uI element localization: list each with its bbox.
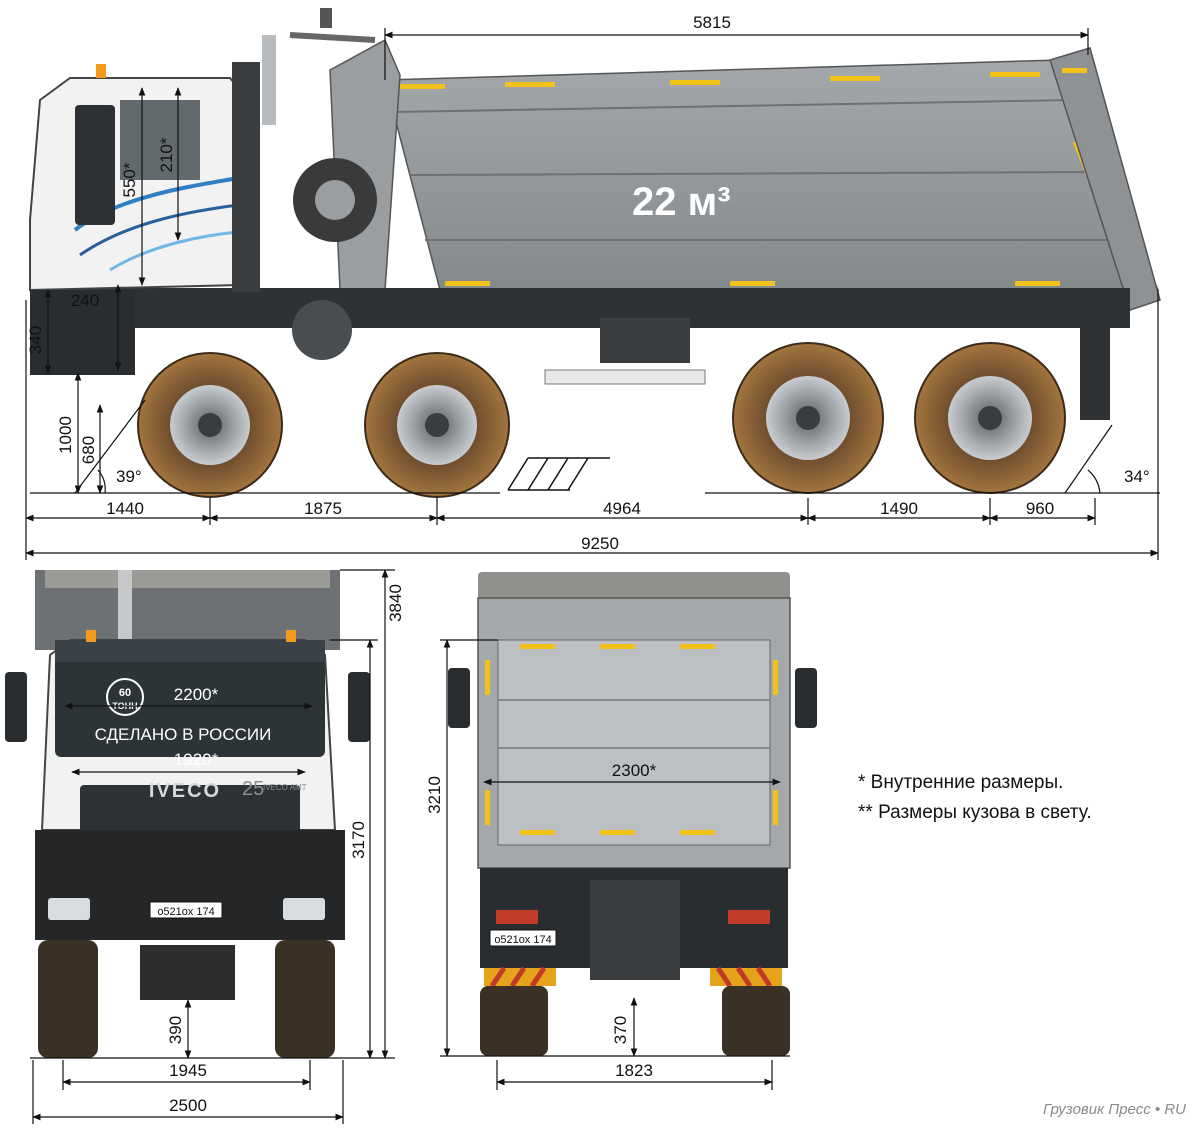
dim-step-240: 240: [71, 291, 99, 310]
wheel-axle-3: [732, 342, 884, 494]
windshield-text: СДЕЛАНО В РОССИИ: [95, 725, 272, 744]
badge-top: 60: [119, 687, 131, 699]
dim-height-3840: 3840: [386, 584, 405, 622]
front-plate: [149, 901, 223, 919]
dim-wheelbase-3-4: 1490: [880, 499, 918, 518]
dim-cab-width-2200: 2200*: [174, 685, 219, 704]
dim-wheelbase-1-2: 1875: [304, 499, 342, 518]
wheel-axle-1: [137, 352, 283, 498]
wheel-axle-2: [364, 352, 510, 498]
credit-watermark: Грузовик Пресс • RU: [1042, 1101, 1186, 1118]
dim-front-overhang: 1440: [106, 499, 144, 518]
brand-name: IVECO: [149, 780, 221, 802]
rear-dimension-lines: [440, 639, 790, 1090]
front-dimension-lines: [30, 569, 395, 1124]
dim-height-680: 680: [79, 436, 98, 464]
dim-wheelbase-2-3: 4964: [603, 499, 641, 518]
dim-rear-clearance: 370: [611, 1016, 630, 1044]
volume-label: 22 м³: [632, 180, 731, 224]
approach-angle: 39°: [116, 467, 142, 486]
chassis-frame: [30, 288, 1130, 328]
note-body-clear-dimensions: ** Размеры кузова в свету.: [858, 802, 1092, 823]
dim-height-1000: 1000: [56, 416, 75, 454]
front-view: 60 ТОНН СДЕЛАНО В РОССИИ IVECO 25 IVECO …: [5, 569, 405, 1124]
dim-cab-210: 210*: [157, 137, 176, 172]
dim-height-3170: 3170: [349, 821, 368, 859]
rear-view: о521ох 174 2300* 3210 370 1823: [425, 572, 817, 1090]
departure-angle: 34°: [1124, 467, 1150, 486]
rear-hazard-panel-left: [484, 966, 556, 988]
side-wheels: [137, 342, 1066, 498]
dim-body-inner-width: 2300*: [612, 761, 657, 780]
front-plate-text: о521ох 174: [157, 906, 214, 918]
dim-body-height: 3210: [425, 776, 444, 814]
dim-rear-track: 1823: [615, 1061, 653, 1080]
dim-front-clearance: 390: [166, 1016, 185, 1044]
rear-plate: [489, 929, 557, 947]
rear-hazard-panel-right: [710, 966, 782, 988]
side-view: 22 м³ 5815 1440 1875 4964 1490 960 9250 …: [25, 8, 1161, 560]
rear-plate-text: о521ох 174: [494, 934, 551, 946]
side-dimension-lines: [25, 28, 1159, 560]
dim-overall-length: 9250: [581, 534, 619, 553]
dim-rear-overhang: 960: [1026, 499, 1054, 518]
brand-badge-text: IVECO AMT: [263, 783, 307, 792]
brand-badge: 25: [242, 778, 264, 800]
dim-cab-550: 550*: [120, 162, 139, 197]
wheel-axle-4: [914, 342, 1066, 494]
rear-yellow-stripes: [485, 644, 778, 835]
dim-cab-width-1920: 1920*: [174, 750, 219, 769]
dim-front-track: 1945: [169, 1061, 207, 1080]
note-inner-dimensions: * Внутренние размеры.: [858, 772, 1064, 793]
dim-overall-width: 2500: [169, 1096, 207, 1115]
dim-body-length: 5815: [693, 13, 731, 32]
dim-bumper-340: 340: [26, 326, 45, 354]
ground-hatch: [507, 457, 610, 491]
